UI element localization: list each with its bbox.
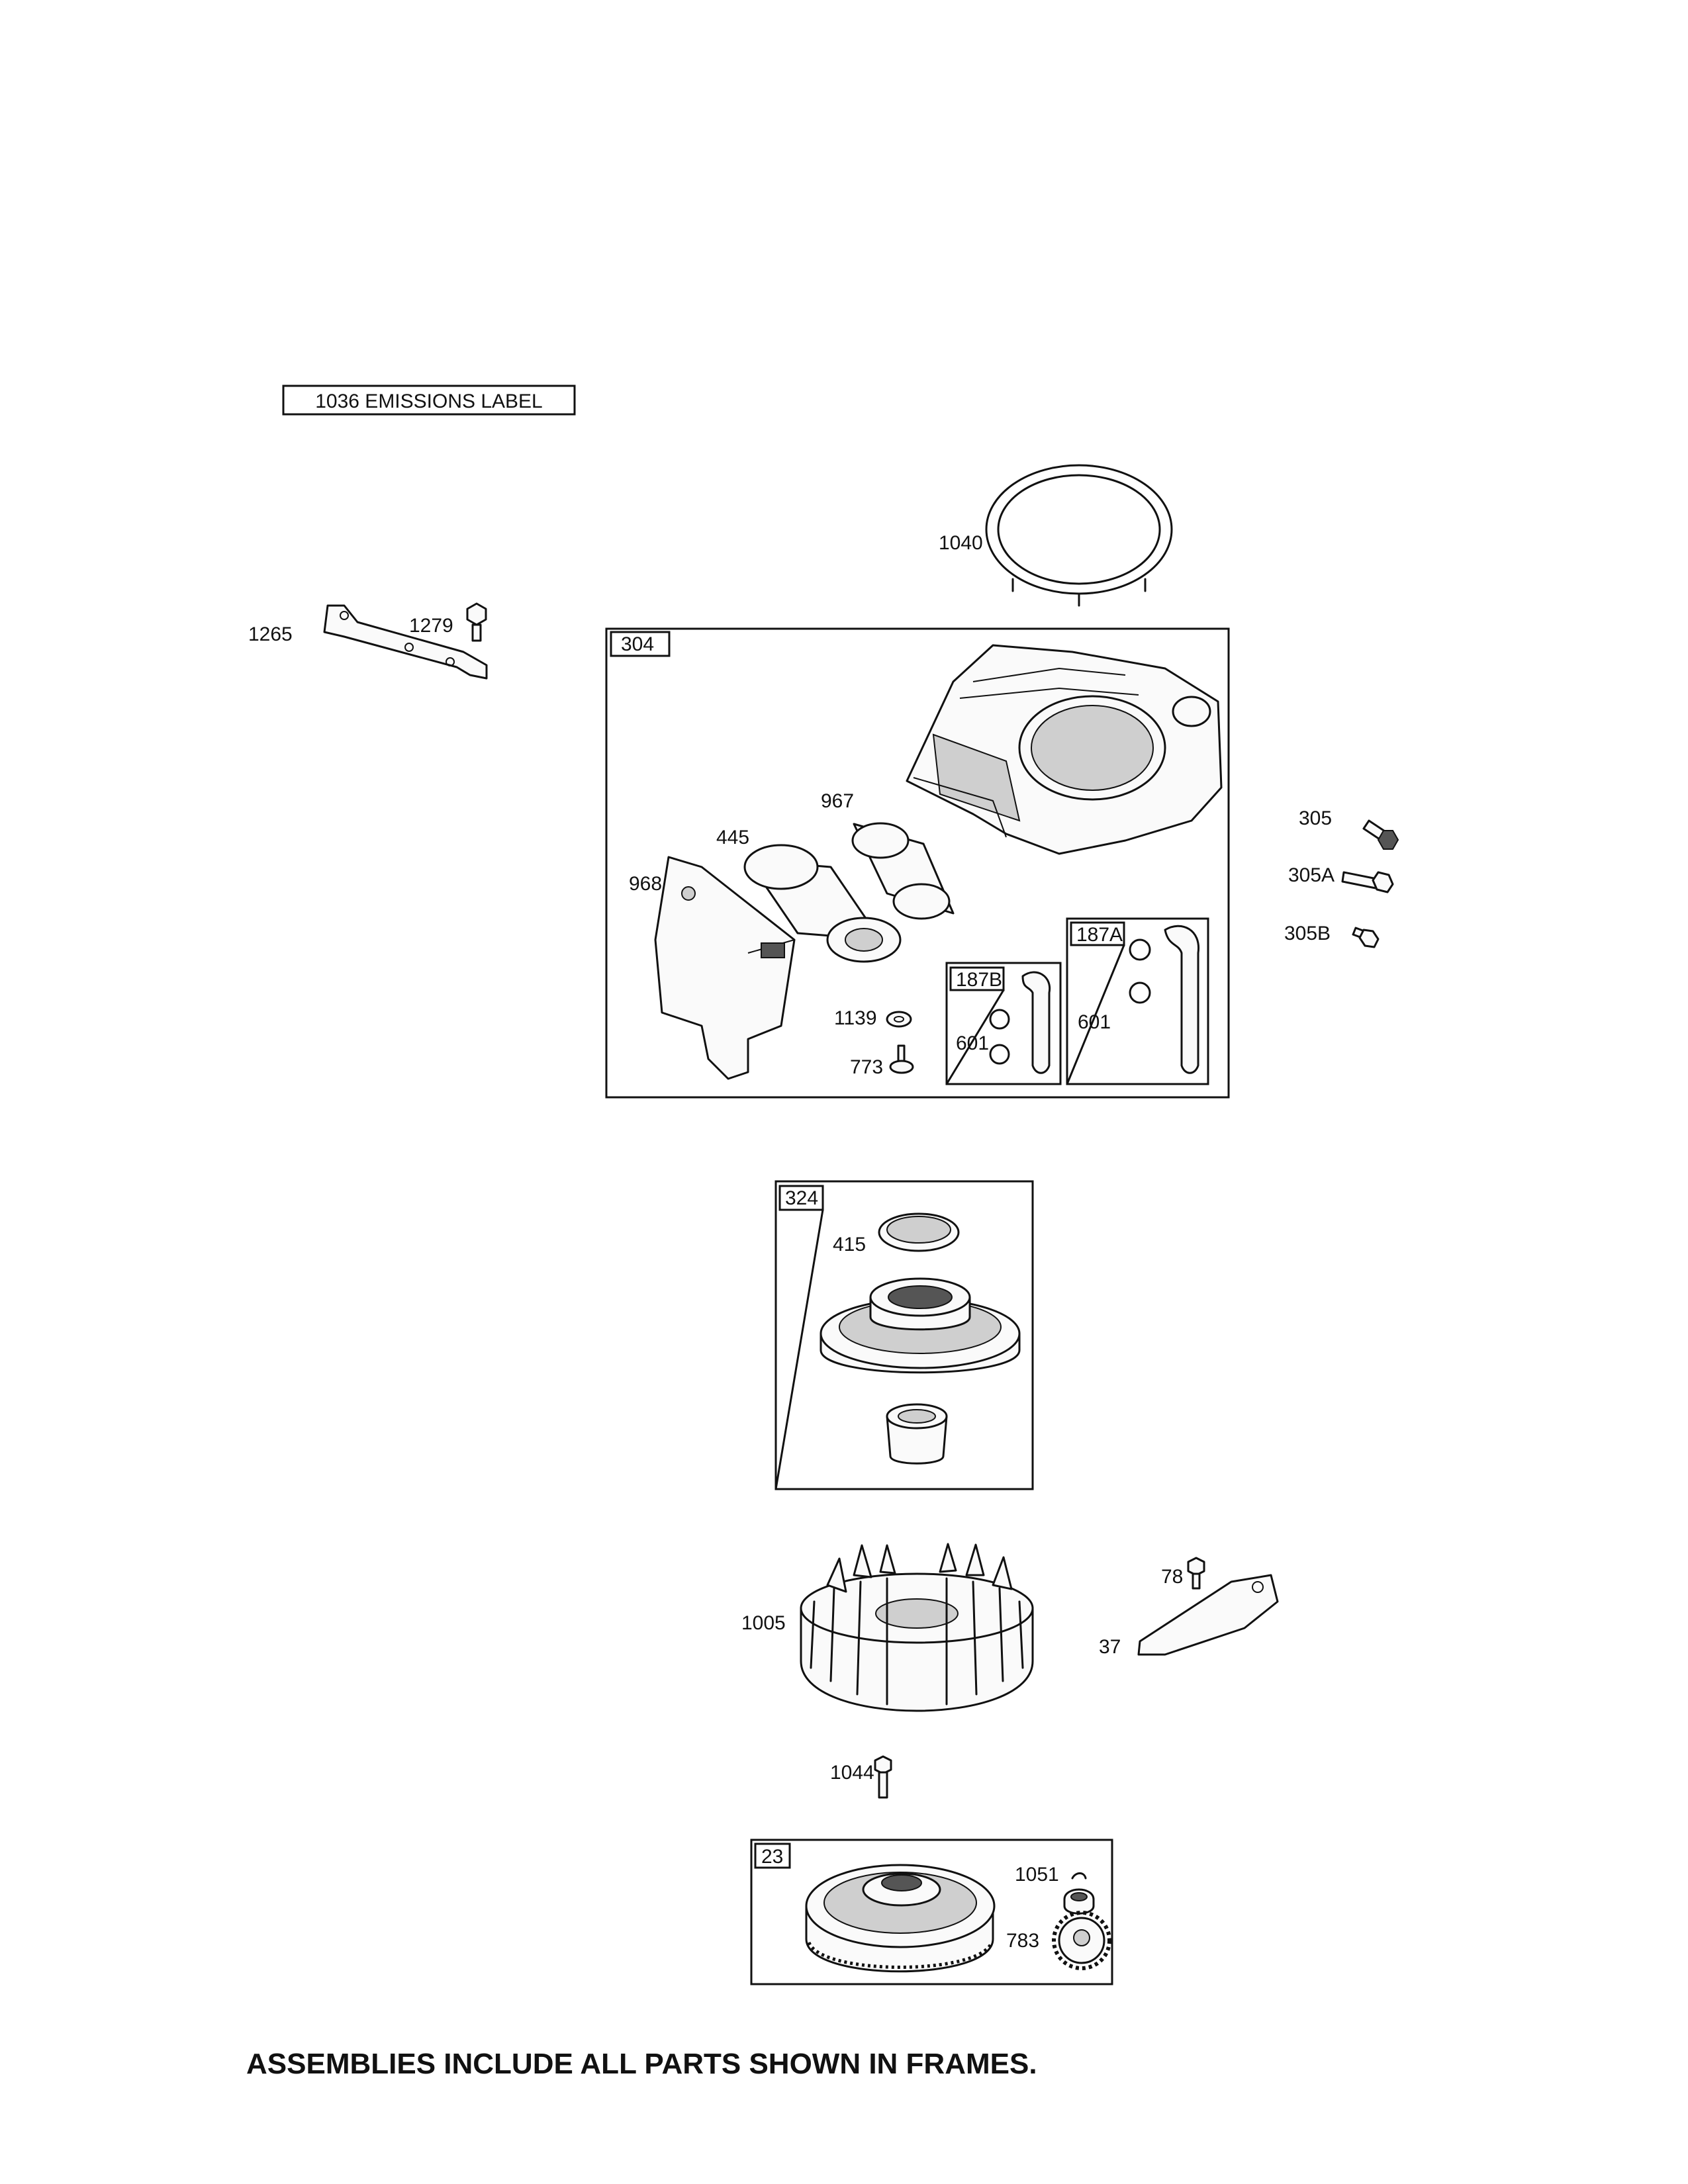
label-1279: 1279 [409,615,453,637]
label-1139: 1139 [834,1007,877,1029]
label-187b: 187B [956,969,1002,991]
part-1279-bolt: 1279 [409,602,487,642]
label-305: 305 [1299,807,1332,829]
label-968: 968 [629,873,662,895]
blower-housing [906,644,1223,855]
label-601-a: 601 [1078,1011,1111,1033]
part-37-deflector: 37 [1099,1574,1279,1658]
part-78-bolt: 78 [1161,1557,1205,1590]
label-37: 37 [1099,1636,1121,1658]
part-305-screw: 305 [1299,807,1399,850]
part-967-precleaner [851,822,955,920]
emissions-label-box: 1036 EMISSIONS LABEL [282,385,576,416]
label-78: 78 [1161,1566,1183,1588]
part-415-cap [878,1212,960,1252]
label-187a: 187A [1076,924,1123,946]
label-773: 773 [850,1056,883,1078]
part-324-spline [886,1403,948,1465]
part-324-starter-cup [820,1277,1021,1374]
part-1040-ring: 1040 [939,464,1173,607]
footer-note: ASSEMBLIES INCLUDE ALL PARTS SHOWN IN FR… [246,2048,1037,2080]
frame-304: 304 967 445 968 [605,627,1230,1099]
label-304: 304 [621,633,654,655]
label-23: 23 [761,1846,783,1868]
label-1044: 1044 [830,1762,874,1784]
part-1005-fan: 1005 [741,1543,1034,1712]
part-1265-bracket: 1265 [248,604,488,680]
part-1044-bolt: 1044 [830,1755,892,1799]
frame-324: 324 415 [774,1180,1034,1490]
label-305b: 305B [1284,923,1331,944]
label-324: 324 [785,1187,818,1209]
label-1265: 1265 [248,623,293,645]
label-967: 967 [821,790,854,812]
emissions-label-text: 1036 EMISSIONS LABEL [315,390,543,412]
frame-23: 23 1051 783 [750,1839,1113,1985]
frame-187b: 187B 601 [945,962,1062,1085]
label-783: 783 [1006,1930,1039,1952]
part-305b-screw: 305B [1284,923,1380,948]
part-773-pin: 773 [850,1044,914,1078]
part-445-filter: 445 [716,827,902,963]
frame-187a: 187A 601 [1066,917,1209,1085]
label-415: 415 [833,1234,866,1255]
part-783-gear [1052,1911,1111,1970]
label-1051: 1051 [1015,1864,1059,1886]
part-23-flywheel [805,1864,996,1973]
label-1005: 1005 [741,1612,786,1634]
label-445: 445 [716,827,749,848]
label-1040: 1040 [939,532,983,554]
label-601-b: 601 [956,1032,989,1054]
part-305a-screw: 305A [1288,864,1394,893]
part-968-cover: 968 [629,856,796,1080]
label-305a: 305A [1288,864,1335,886]
part-1051-key [1063,1872,1095,1915]
part-1139-washer: 1139 [834,1007,912,1029]
